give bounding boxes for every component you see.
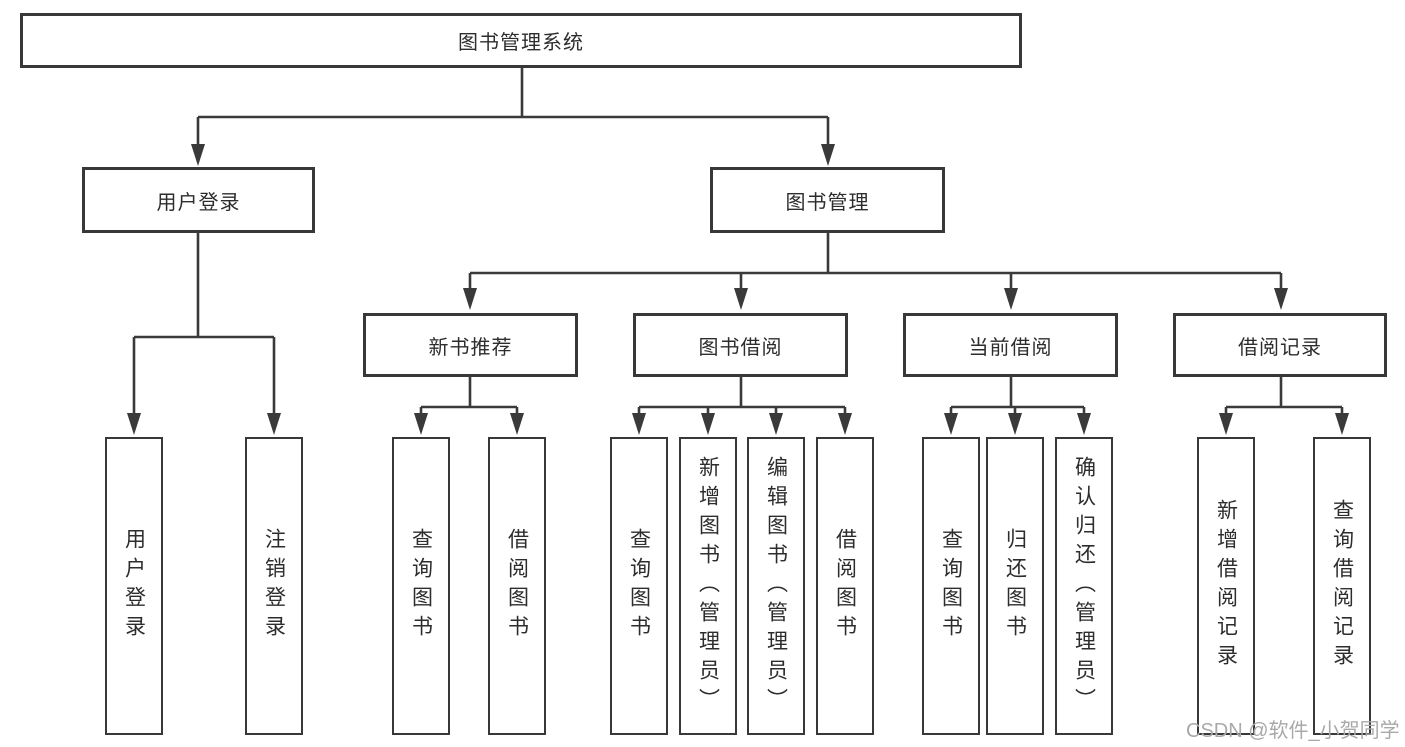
connector-user-login-to-children	[127, 233, 281, 435]
node-leaf-query-books: 查询图书	[392, 437, 450, 735]
node-label: 借阅图书	[505, 528, 529, 644]
connector-root-to-level2	[191, 68, 835, 166]
node-borrowing-records: 借阅记录	[1173, 313, 1387, 377]
node-label: 图书管理系统	[458, 32, 584, 54]
node-label: 当前借阅	[968, 336, 1053, 359]
node-book-borrowing: 图书借阅	[633, 313, 848, 377]
node-leaf-borrow-books: 借阅图书	[488, 437, 546, 735]
node-book-management: 图书管理	[710, 167, 945, 233]
connector-new-book-rec-to-children	[414, 377, 524, 435]
node-label: 新增借阅记录	[1214, 499, 1238, 673]
node-label: 归还图书	[1003, 528, 1027, 644]
node-label: 查询图书	[939, 528, 963, 644]
connector-book-management-to-level3	[463, 233, 1288, 310]
node-leaf-add-borrow-record: 新增借阅记录	[1197, 437, 1255, 735]
node-label: 编辑图书（管理员）	[764, 455, 788, 717]
node-leaf-return-books: 归还图书	[986, 437, 1044, 735]
node-user-login: 用户登录	[82, 167, 315, 233]
node-leaf-query-books-3: 查询图书	[922, 437, 980, 735]
node-label: 查询图书	[627, 528, 651, 644]
node-library-management-system: 图书管理系统	[20, 13, 1022, 68]
node-label: 图书借阅	[698, 336, 783, 359]
node-label: 用户登录	[122, 528, 146, 644]
node-label: 新增图书（管理员）	[696, 455, 720, 717]
node-leaf-add-books-admin: 新增图书（管理员）	[679, 437, 737, 735]
connector-borrow-records-to-children	[1219, 377, 1349, 435]
node-leaf-query-borrow-record: 查询借阅记录	[1313, 437, 1371, 735]
node-current-borrowing: 当前借阅	[903, 313, 1118, 377]
node-leaf-confirm-return-admin: 确认归还（管理员）	[1055, 437, 1113, 735]
csdn-watermark: CSDN @软件_小贺同学	[1186, 720, 1400, 742]
node-leaf-user-login: 用户登录	[105, 437, 163, 735]
node-leaf-query-books-2: 查询图书	[610, 437, 668, 735]
node-label: 图书管理	[785, 191, 870, 214]
node-leaf-borrow-books-2: 借阅图书	[816, 437, 874, 735]
node-leaf-edit-books-admin: 编辑图书（管理员）	[747, 437, 805, 735]
node-label: 注销登录	[262, 528, 286, 644]
node-label: 查询借阅记录	[1330, 499, 1354, 673]
node-label: 借阅记录	[1238, 336, 1322, 359]
node-label: 用户登录	[156, 191, 241, 214]
node-label: 借阅图书	[833, 528, 857, 644]
node-label: 查询图书	[409, 528, 433, 644]
connector-book-borrow-to-children	[632, 377, 852, 435]
node-new-book-recommendation: 新书推荐	[363, 313, 578, 377]
node-label: 新书推荐	[428, 336, 513, 359]
node-label: 确认归还（管理员）	[1072, 455, 1096, 717]
connector-current-borrow-to-children	[944, 377, 1091, 435]
node-leaf-logout: 注销登录	[245, 437, 303, 735]
